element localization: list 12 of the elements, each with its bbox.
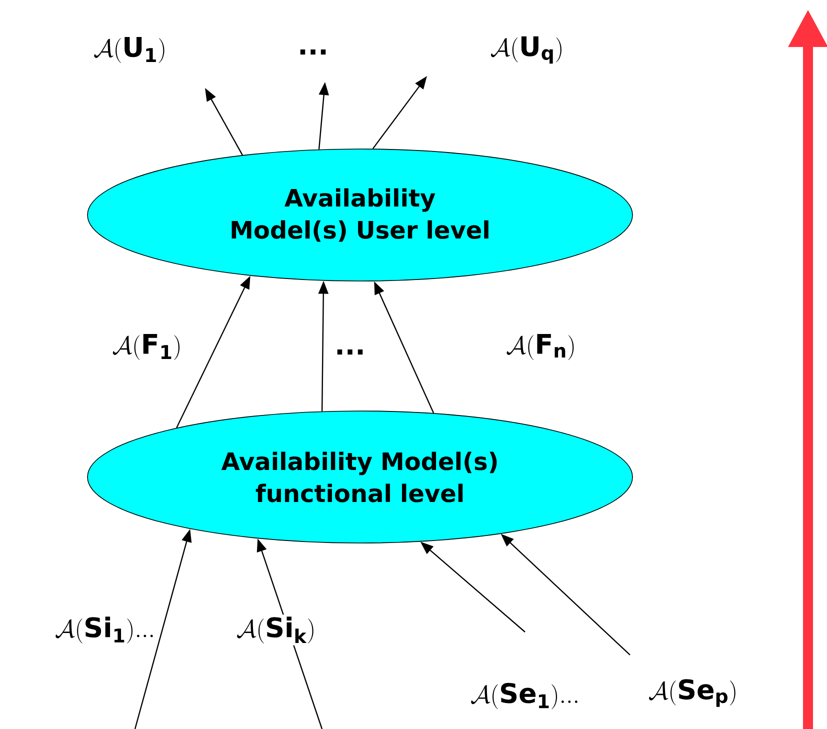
formula-label: $\mathcal{A}(\mathbf{F}_{\mathbf{n}})$ [504,332,578,362]
formula-label: $\mathcal{A}(\mathbf{U}_{\mathbf{q}})$ [488,34,566,66]
formula-label: $\mathcal{A}(\mathbf{Si}_{\mathbf{1}})\mathbf{...}$ [52,614,158,646]
formula-label: $\mathcal{A}(\mathbf{F}_{\mathbf{1}})$ [110,332,184,362]
formula-label: $\mathcal{A}(\mathbf{Se}_{\mathbf{p}})$ [646,677,740,709]
ellipse-node: Availability Model(s) functional level [87,410,633,544]
ellipsis-label: ... [332,347,368,357]
ellipse-node: Availability Model(s) User level [87,148,633,282]
formula-label: $\mathcal{A}(\mathbf{Si}_{\mathbf{k}})$ [234,614,318,646]
formula-label: $\mathcal{A}(\mathbf{U}_{\mathbf{1}})$ [91,35,169,65]
formula-label: $\mathcal{A}(\mathbf{Se}_{\mathbf{1}})\mathbf{...}$ [468,680,582,712]
ellipsis-label: ... [296,47,330,57]
